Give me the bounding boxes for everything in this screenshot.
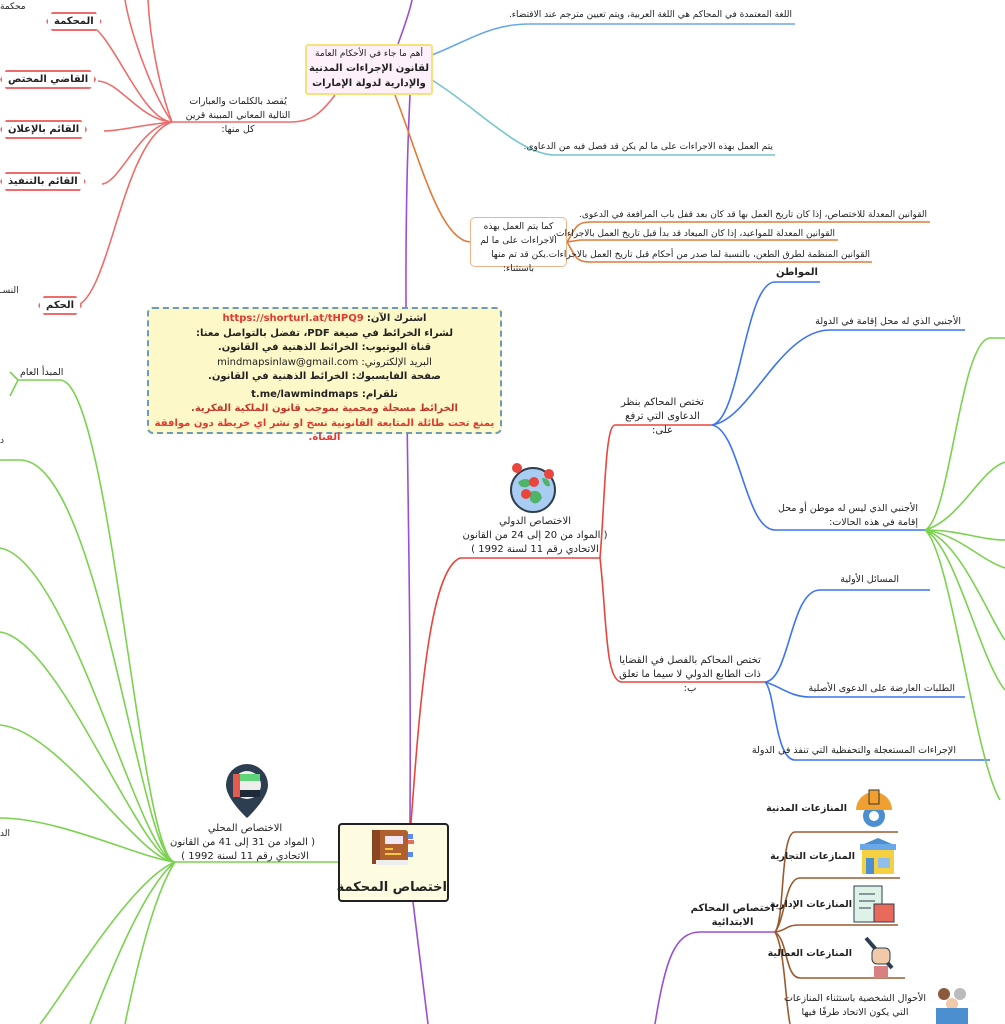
- cases-incidental[interactable]: الطلبات العارضة على الدعوى الأصلية: [808, 683, 955, 694]
- local-law: الاتحادي رقم 11 لسنة 1992 ): [181, 851, 309, 862]
- exception-item[interactable]: القوانين المنظمة لطرق الطعن، بالنسبة لما…: [545, 250, 870, 260]
- general-provisions-title-2: لقانون الإجراءات المدنية: [308, 63, 430, 74]
- local-title[interactable]: الاختصاص المحلي: [207, 823, 283, 834]
- globe-map-pins-icon: [510, 463, 556, 513]
- contact-notice: اشترك الآن: https://shorturl.at/tHPQ9 لش…: [147, 307, 502, 443]
- helmet-gear-icon: [856, 789, 892, 827]
- term-court[interactable]: المحكمة: [46, 12, 102, 31]
- local-articles: ( المواد من 31 إلى 41 من القانون: [170, 837, 315, 848]
- primary-commercial[interactable]: المنازعات التجارية: [770, 851, 855, 862]
- copyright-warning: يمنع تحت طائلة المتابعة القانونية نسخ او…: [154, 417, 495, 444]
- claims-label[interactable]: تختص المحاكم بنظر الدعاوى التي ترفع على:: [621, 397, 704, 436]
- branch-claims-items: [711, 281, 965, 531]
- branch-foreigner-cases: [924, 337, 1005, 801]
- central-topic[interactable]: اختصاص المحكمة: [336, 823, 449, 902]
- branch-cases-items: [764, 589, 990, 761]
- checklist-calendar-icon: [853, 885, 895, 923]
- language-rule[interactable]: اللغة المعتمدة في المحاكم هي اللغة العرب…: [508, 10, 792, 20]
- branch-primary-courts: [654, 931, 775, 1024]
- primary-courts-title[interactable]: اختصاص المحاكم الابتدائية: [690, 903, 775, 928]
- primary-administrative[interactable]: المنازعات الإدارية: [769, 899, 852, 910]
- term-executor[interactable]: القائم بالتنفيذ: [0, 172, 86, 191]
- primary-civil[interactable]: المنازعات المدنية: [766, 803, 847, 814]
- claims-foreign-nonresident[interactable]: الأجنبي الذي ليس له موطن أو محل إقامة في…: [778, 503, 918, 528]
- term-notifier[interactable]: القائم بالإعلان: [0, 120, 87, 139]
- branch-purple-bottom: [412, 901, 429, 1024]
- cases-urgent[interactable]: الإجراءات المستعجلة والتحفظية التي تنفذ …: [751, 745, 956, 756]
- application-rule[interactable]: يتم العمل بهذه الاجراءات على ما لم يكن ق…: [523, 142, 773, 152]
- term-judgment[interactable]: الحكم: [38, 296, 82, 315]
- primary-personal-status[interactable]: الأحوال الشخصية باستثناء المنازعات التي …: [783, 993, 927, 1018]
- pdf-info: لشراء الخرائط في صيغة PDF، تفضل بالتواصل…: [196, 327, 453, 339]
- exceptions-node[interactable]: كما يتم العمل بهذه الاجراءات على ما لم ي…: [470, 217, 567, 274]
- book-icon: [372, 830, 414, 865]
- branch-exceptions: [394, 94, 471, 243]
- claims-citizen[interactable]: المواطن: [775, 267, 818, 278]
- facebook-info[interactable]: صفحة الفايسبوك: الخرائط الذهنية في القان…: [208, 371, 441, 382]
- subscribe-link[interactable]: https://shorturl.at/tHPQ9: [222, 313, 364, 324]
- uae-flag-pin-icon: [226, 764, 268, 818]
- partial-local-text: الد: [0, 829, 10, 839]
- branch-definition-terms: [71, 0, 173, 308]
- general-principle[interactable]: المبدأ العام: [20, 367, 64, 378]
- branch-primary-items: [774, 831, 905, 1024]
- branch-application: [431, 79, 775, 156]
- definitions-label[interactable]: يُقصد بالكلمات والعبارات التالية المعاني…: [185, 96, 291, 135]
- youtube-info[interactable]: قناة اليوتيوب: الخرائط الذهنية في القانو…: [217, 342, 432, 353]
- subscribe-label: اشترك الآن:: [366, 313, 427, 324]
- international-title[interactable]: الاختصاص الدولي: [499, 516, 571, 527]
- term-judge[interactable]: القاضي المختص: [0, 70, 96, 89]
- exception-item[interactable]: القوانين المعدلة للاختصاص، إذا كان تاريخ…: [579, 210, 927, 220]
- cases-preliminary[interactable]: المسائل الأولية: [840, 574, 899, 585]
- wrench-hand-icon: [864, 936, 894, 978]
- partial-definition-text: محكمة: [0, 2, 26, 12]
- exception-item[interactable]: القوانين المعدلة للمواعيد، إذا كان الميع…: [553, 229, 835, 239]
- general-provisions-title-3: والإدارية لدولة الإمارات: [312, 78, 426, 89]
- branch-local-items: [0, 371, 176, 1024]
- general-provisions-node[interactable]: أهم ما جاء في الأحكام العامة لقانون الإج…: [305, 44, 433, 95]
- branch-international: [410, 557, 600, 824]
- partial-local-text: د: [0, 436, 5, 446]
- claims-foreign-resident[interactable]: الأجنبي الذي له محل إقامة في الدولة: [815, 316, 961, 327]
- telegram-info[interactable]: تلقرام: t.me/lawmindmaps: [251, 388, 398, 400]
- international-articles: ( المواد من 20 إلى 24 من القانون: [462, 530, 608, 541]
- cases-label[interactable]: تختص المحاكم بالفصل في القضايا ذات الطاب…: [619, 655, 761, 694]
- international-law: الاتحادي رقم 11 لسنة 1992 ): [471, 544, 599, 555]
- branch-definitions: [172, 94, 336, 123]
- general-provisions-title-1: أهم ما جاء في الأحكام العامة: [315, 49, 423, 59]
- family-icon: [936, 988, 968, 1024]
- branch-language: [431, 23, 795, 56]
- shop-icon: [860, 838, 896, 874]
- central-topic-title: اختصاص المحكمة: [336, 880, 447, 895]
- branch-international-sub: [599, 424, 765, 683]
- partial-definition-text: النسـ: [0, 286, 19, 296]
- email-info[interactable]: البريد الإلكتروني: mindmapsinlaw@gmail.c…: [217, 356, 432, 368]
- primary-labor[interactable]: المنازعات العمالية: [767, 948, 852, 959]
- branch-exception-items: [566, 221, 930, 263]
- exceptions-label: كما يتم العمل بهذه الاجراءات على ما لم ي…: [480, 222, 557, 274]
- copyright-notice: الخرائط مسجلة ومحمية بموجب قانون الملكية…: [191, 403, 458, 414]
